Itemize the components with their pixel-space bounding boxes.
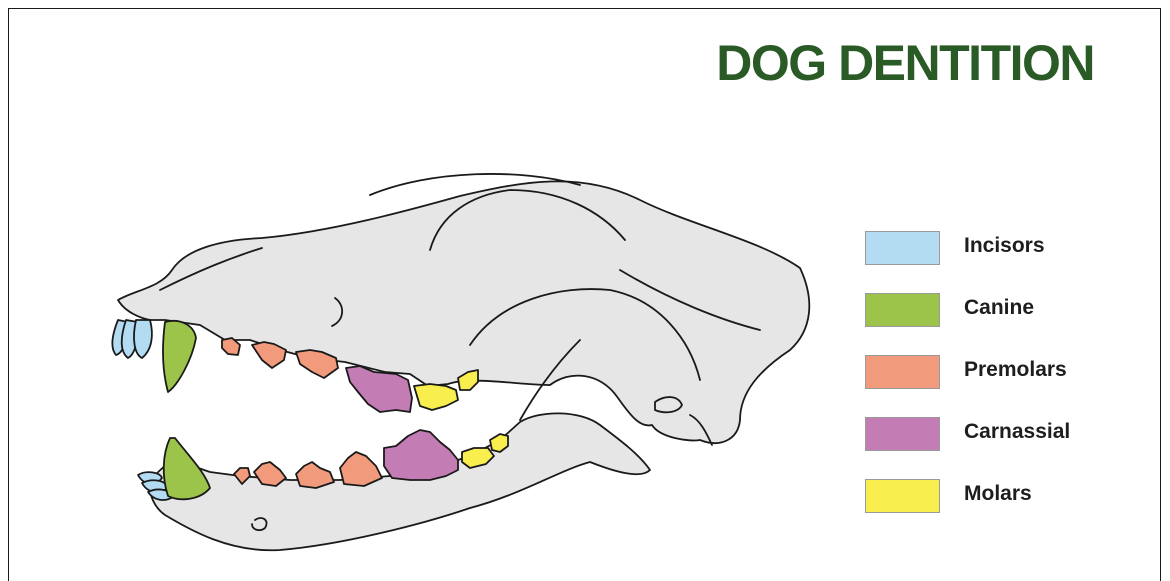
upper-incisor-3: [134, 320, 152, 358]
legend-item-incisors: Incisors: [865, 230, 1125, 268]
legend-swatch-incisors: [865, 231, 940, 265]
legend-label-canine: Canine: [964, 296, 1034, 320]
legend-item-premolars: Premolars: [865, 354, 1125, 392]
legend-swatch-molars: [865, 479, 940, 513]
legend-item-molars: Molars: [865, 478, 1125, 516]
legend-item-canine: Canine: [865, 292, 1125, 330]
legend-swatch-premolars: [865, 355, 940, 389]
lower-carnassial: [384, 430, 458, 480]
legend-swatch-canine: [865, 293, 940, 327]
legend-swatch-carnassial: [865, 417, 940, 451]
legend-label-molars: Molars: [964, 482, 1032, 506]
mandible: [150, 413, 650, 550]
legend-label-premolars: Premolars: [964, 358, 1067, 382]
lower-premolar-3: [296, 462, 334, 488]
legend-label-incisors: Incisors: [964, 234, 1045, 258]
legend-label-carnassial: Carnassial: [964, 420, 1070, 444]
upper-molar-1: [414, 384, 458, 410]
upper-canine: [163, 321, 196, 392]
lower-canine: [164, 438, 210, 499]
lower-premolar-4: [340, 452, 382, 486]
legend: Incisors Canine Premolars Carnassial Mol…: [865, 230, 1125, 530]
legend-item-carnassial: Carnassial: [865, 416, 1125, 454]
